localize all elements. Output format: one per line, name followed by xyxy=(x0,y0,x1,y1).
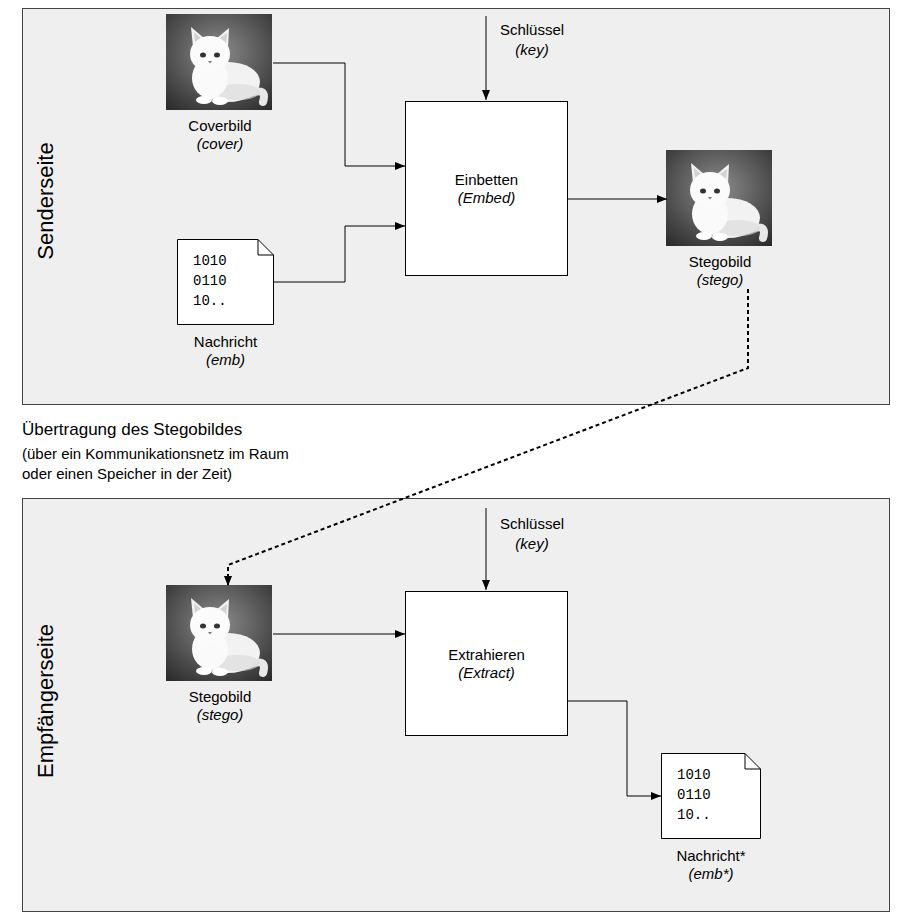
transfer-heading: Übertragung des Stegobildes xyxy=(22,418,242,441)
image-caption: Coverbild xyxy=(167,117,273,135)
kitten-photo xyxy=(166,14,272,110)
label-slot: (über ein Kommunikationsnetz im Raum ode… xyxy=(22,444,307,484)
transfer-note: (über ein Kommunikationsnetz im Raum ode… xyxy=(22,444,307,484)
sender-panel: Senderseite Coverbild(cover) 1010 0110 10.… xyxy=(22,8,890,405)
side-label: Senderseite xyxy=(33,142,59,259)
label-slot: Schlüssel xyxy=(500,514,564,534)
message-document: 1010 0110 10.. Nachricht*(emb*) xyxy=(661,753,761,883)
flow-connector xyxy=(568,199,667,200)
document-caption: (emb) xyxy=(177,351,274,369)
kitten-photo xyxy=(666,150,772,246)
image-caption: Stegobild xyxy=(667,253,773,271)
stego-image: Stegobild(stego) xyxy=(167,586,273,724)
flow-connector xyxy=(273,63,405,166)
process-box: Einbetten(Embed) xyxy=(405,101,568,276)
key-label: (key) xyxy=(515,40,548,60)
document-fold xyxy=(745,754,761,770)
key-label: (key) xyxy=(515,534,548,554)
side-label: Empfängerseite xyxy=(33,624,59,778)
receiver-panel: Empfängerseite Stegobild(stego) Extrahiere… xyxy=(22,498,890,912)
document-caption: (emb*) xyxy=(661,865,761,883)
document-caption: Nachricht* xyxy=(661,847,761,865)
document-fold xyxy=(258,240,274,256)
document-outline xyxy=(661,753,761,839)
document-shape: 1010 0110 10.. xyxy=(661,753,761,839)
image-caption: Stegobild xyxy=(167,688,273,706)
box-text: (Embed) xyxy=(458,189,516,207)
image-caption: (cover) xyxy=(167,135,273,153)
document-caption: Nachricht xyxy=(177,333,274,351)
box-text: (Extract) xyxy=(458,664,515,682)
kitten-photo xyxy=(166,585,272,681)
key-arrow xyxy=(486,508,487,590)
flow-connector xyxy=(568,701,661,796)
document-outline xyxy=(662,754,761,839)
key-arrow xyxy=(486,16,487,100)
document-shape: 1010 0110 10.. xyxy=(177,239,274,325)
box-text: Extrahieren xyxy=(448,646,525,664)
image-caption: (stego) xyxy=(667,271,773,289)
key-label: Schlüssel xyxy=(500,20,564,40)
label-slot: (key) xyxy=(515,40,548,60)
flow-connector xyxy=(273,634,405,635)
cover-image: Coverbild(cover) xyxy=(167,15,273,153)
label-slot: (key) xyxy=(515,534,548,554)
label-slot: Schlüssel xyxy=(500,20,564,40)
box-text: Einbetten xyxy=(455,171,518,189)
process-box: Extrahieren(Extract) xyxy=(405,591,568,736)
message-document: 1010 0110 10.. Nachricht(emb) xyxy=(177,239,274,369)
flow-connector xyxy=(274,226,405,282)
key-label: Schlüssel xyxy=(500,514,564,534)
label-slot: Übertragung des Stegobildes xyxy=(22,418,242,441)
stego-image: Stegobild(stego) xyxy=(667,151,773,289)
binary-content: 1010 0110 10.. xyxy=(177,239,229,311)
image-caption: (stego) xyxy=(167,706,273,724)
document-outline xyxy=(178,240,274,325)
transfer-connector xyxy=(228,289,748,586)
binary-content: 1010 0110 10.. xyxy=(661,753,713,825)
